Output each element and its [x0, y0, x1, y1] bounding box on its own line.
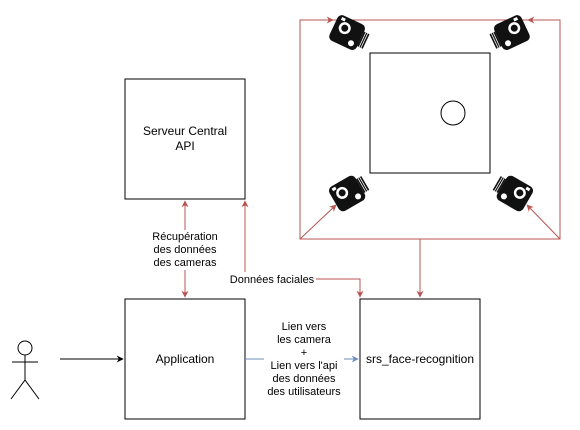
person-in-room-circle	[440, 100, 466, 126]
srs-face-recognition-label: srs_face-recognition	[366, 352, 474, 366]
recuperation-label-line1: Récupération	[152, 231, 217, 243]
liens-label-line1: Lien vers	[282, 321, 327, 333]
camera-room-frame	[299, 19, 561, 240]
recuperation-label-bg	[150, 230, 220, 270]
srs-face-recognition-box[interactable]	[359, 298, 481, 420]
server-central-label-line1: Serveur Central	[143, 124, 227, 138]
camera-arrow-bottom-right	[526, 204, 561, 240]
room-square	[369, 52, 491, 174]
liens-label-line3: +	[301, 347, 307, 359]
user-actor-icon	[10, 340, 40, 400]
camera-arrow-bottom-left	[299, 204, 337, 240]
liens-label-line4: Lien vers l'api	[271, 360, 338, 372]
donnees-faciales-label: Données faciales	[230, 274, 315, 286]
server-central-box[interactable]	[124, 78, 246, 200]
recuperation-label-line2: des données	[154, 244, 217, 256]
server-central-label-line2: API	[175, 139, 194, 153]
donnees-faciales-label-bg	[228, 272, 316, 286]
liens-label-line6: des utilisateurs	[267, 386, 341, 398]
liens-label-bg	[264, 318, 344, 400]
application-box[interactable]	[124, 298, 246, 420]
liens-label-line2: les camera	[277, 334, 332, 346]
application-label: Application	[156, 352, 215, 366]
recuperation-label-line3: des cameras	[154, 257, 217, 269]
liens-label-line5: des données	[273, 373, 336, 385]
